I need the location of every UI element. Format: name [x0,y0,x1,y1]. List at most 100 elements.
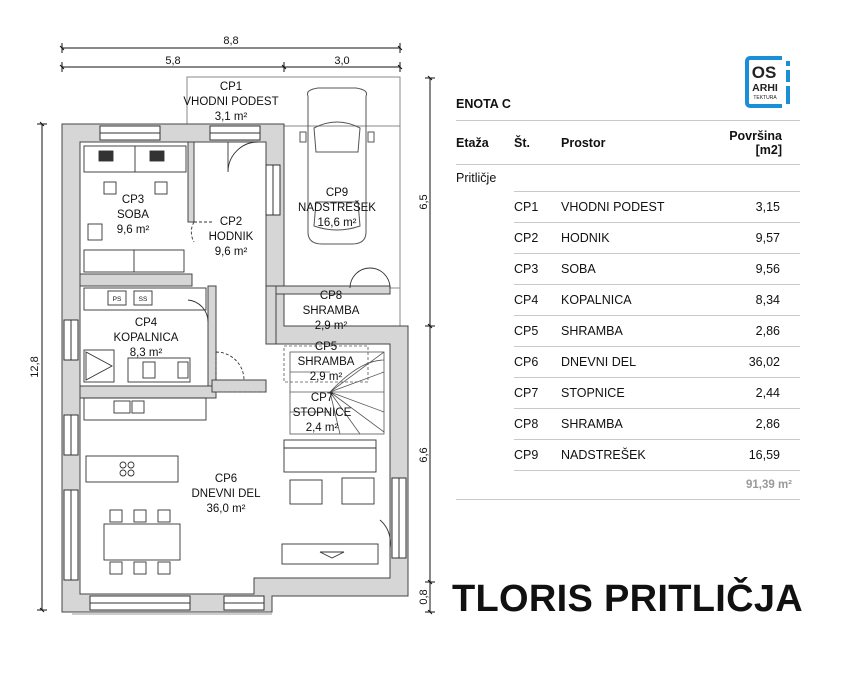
room-cp5-code: CP5 [315,341,337,353]
logo-line1: OS [752,63,777,82]
header-area: Površina [m2] [711,121,800,165]
total-row: 91,39 m² [456,470,800,500]
room-cp8-area: 2,9 m² [315,320,348,332]
row-area: 3,15 [711,191,800,223]
room-cp7-name: STOPNICE [293,407,352,419]
row-floor-cell [456,285,514,316]
row-floor-cell [456,316,514,347]
total-area: 91,39 m² [456,470,800,500]
room-cp3-name: SOBA [117,209,149,221]
room-cp6-name: DNEVNI DEL [191,488,261,500]
row-number: CP7 [514,377,561,409]
living-furniture [83,397,379,575]
row-area: 9,56 [711,253,800,285]
row-number: CP2 [514,222,561,254]
row-number: CP4 [514,284,561,316]
page-title: TLORIS PRITLIČJA [452,578,804,620]
room-cp1-area: 3,1 m² [215,111,248,123]
room-cp7-code: CP7 [311,392,333,404]
windows [63,125,407,611]
room-cp9-name: NADSTREŠEK [298,201,376,214]
floor-name: Pritličje [456,171,497,186]
row-number: CP3 [514,253,561,285]
dim-top-total: 8,8 [223,35,238,47]
row-floor-cell [456,192,514,223]
row-room-name: STOPNICE [561,377,711,409]
room-cp8-name: SHRAMBA [303,305,360,317]
logo-line2: ARHI [752,82,778,94]
row-number: CP6 [514,346,561,378]
dim-top-right: 3,0 [334,55,349,67]
row-room-name: NADSTREŠEK [561,439,711,471]
room-cp9-code: CP9 [326,187,348,199]
room-cp3-area: 9,6 m² [117,224,150,236]
row-floor-cell [456,223,514,254]
room-cp4-area: 8,3 m² [130,347,163,359]
row-room-name: KOPALNICA [561,284,711,316]
dim-left-total: 12,8 [29,356,41,377]
room-labels: CP1 VHODNI PODEST 3,1 m² CP3 SOBA 9,6 m²… [114,81,377,515]
row-area: 2,44 [711,377,800,409]
room-cp2-area: 9,6 m² [215,246,248,258]
dimension-lines [37,43,435,615]
bathroom-fixtures [83,287,207,383]
area-table-panel: ENOTA C Etaža Št. Prostor Površina [m2] … [456,92,800,500]
stairs [289,351,385,435]
row-number: CP5 [514,315,561,347]
area-table: Etaža Št. Prostor Površina [m2] Pritličj… [456,121,800,500]
dim-top-left: 5,8 [165,55,180,67]
walls [61,123,409,613]
room-cp3-code: CP3 [122,194,144,206]
row-room-name: VHODNI PODEST [561,191,711,223]
row-floor-cell [456,254,514,285]
room-cp6-area: 36,0 m² [207,503,246,515]
row-number: CP8 [514,408,561,440]
fixture-ps: PS [113,296,122,303]
row-floor-cell [456,409,514,440]
row-room-name: DNEVNI DEL [561,346,711,378]
os-arhitektura-logo: OS ARHI TEKTURA [745,56,792,110]
row-area: 2,86 [711,315,800,347]
row-room-name: SHRAMBA [561,315,711,347]
row-area: 2,86 [711,408,800,440]
car-icon [299,87,375,245]
room-cp1-code: CP1 [220,81,242,93]
row-number: CP1 [514,191,561,223]
floor-row: Pritličje [456,164,800,192]
header-room: Prostor [561,121,711,165]
room-cp7-area: 2,4 m² [306,422,339,434]
header-number: Št. [514,121,561,165]
room-cp8-code: CP8 [320,290,342,302]
room-cp2-name: HODNIK [209,231,254,243]
row-number: CP9 [514,439,561,471]
room-cp4-code: CP4 [135,317,158,329]
logo-line3: TEKTURA [753,95,777,101]
dim-right-upper: 6,5 [418,194,430,209]
room-cp5-area: 2,9 m² [310,371,343,383]
room-cp9-area: 16,6 m² [318,217,357,229]
header-floor: Etaža [456,121,514,165]
table-header-row: Etaža Št. Prostor Površina [m2] [456,121,800,165]
unit-title: ENOTA C [456,92,800,121]
room-cp6-code: CP6 [215,473,237,485]
row-area: 8,34 [711,284,800,316]
row-room-name: SHRAMBA [561,408,711,440]
dim-right-bottom: 0,8 [418,589,430,604]
row-floor-cell [456,378,514,409]
room-cp4-name: KOPALNICA [114,332,179,344]
room-cp2-code: CP2 [220,216,242,228]
room-cp5-name: SHRAMBA [298,356,355,368]
row-area: 36,02 [711,346,800,378]
row-room-name: SOBA [561,253,711,285]
row-floor-cell [456,347,514,378]
fixture-ss: SS [139,296,148,303]
